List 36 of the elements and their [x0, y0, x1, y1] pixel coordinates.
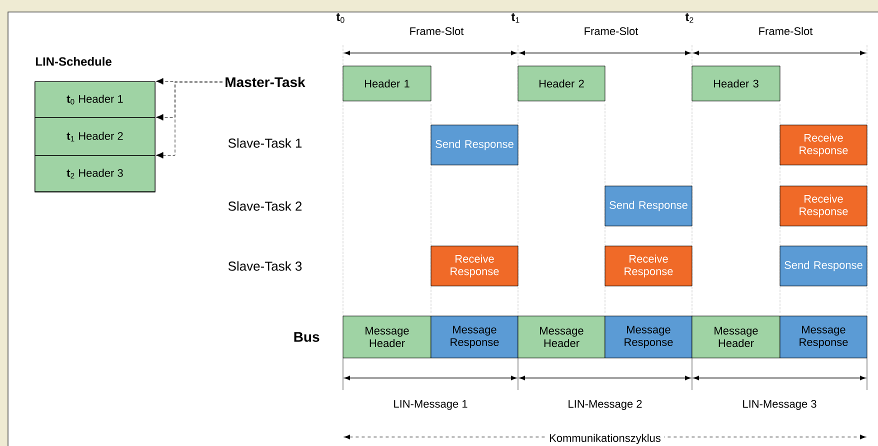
dimension-label: LIN-Message 2: [568, 400, 642, 410]
bus-segment: Message Response: [780, 316, 868, 358]
task-box: Send Response: [780, 246, 868, 286]
time-mark: t$_{1}$: [511, 13, 520, 23]
bus-label: Bus: [294, 332, 320, 342]
bus-segment: Message Response: [430, 316, 518, 358]
schedule-row: t$_{0}$ Header 1: [34, 81, 156, 118]
dimension-label: Kommunikationszyklus: [546, 430, 664, 446]
task-box: Header 3: [692, 66, 780, 102]
task-label: Slave-Task 3: [228, 261, 302, 271]
arrow: [156, 82, 223, 159]
task-box: Header 2: [518, 66, 606, 102]
bus-segment: Message Header: [518, 316, 606, 358]
task-box: Header 1: [342, 66, 432, 102]
task-label: Slave-Task 2: [228, 201, 302, 211]
time-mark: t$_{2}$: [685, 13, 694, 23]
schedule-row: t$_{1}$ Header 2: [34, 117, 156, 156]
task-box: Receive Response: [604, 246, 692, 286]
dimension-label: LIN-Message 1: [394, 400, 468, 410]
task-box: Send Response: [430, 124, 518, 166]
task-box: Receive Response: [430, 246, 518, 286]
dimension-label: Frame-Slot: [759, 26, 813, 36]
task-label: Master-Task: [226, 76, 306, 88]
task-box: Receive Response: [780, 124, 868, 166]
dimension-label: LIN-Message 3: [743, 400, 816, 410]
bus-segment: Message Header: [692, 316, 780, 358]
task-box: Send Response: [604, 186, 692, 226]
schedule-row: t$_{2}$ Header 3: [34, 155, 156, 192]
node-label: LIN-Schedule: [36, 56, 112, 66]
dimension-label: Frame-Slot: [410, 26, 464, 36]
time-mark: t$_{0}$: [336, 13, 344, 23]
bus-segment: Message Response: [604, 316, 692, 358]
bus-segment: Message Header: [342, 316, 432, 358]
dimension-label: Frame-Slot: [584, 26, 638, 36]
task-box: Receive Response: [780, 186, 868, 226]
task-label: Slave-Task 1: [228, 138, 302, 148]
